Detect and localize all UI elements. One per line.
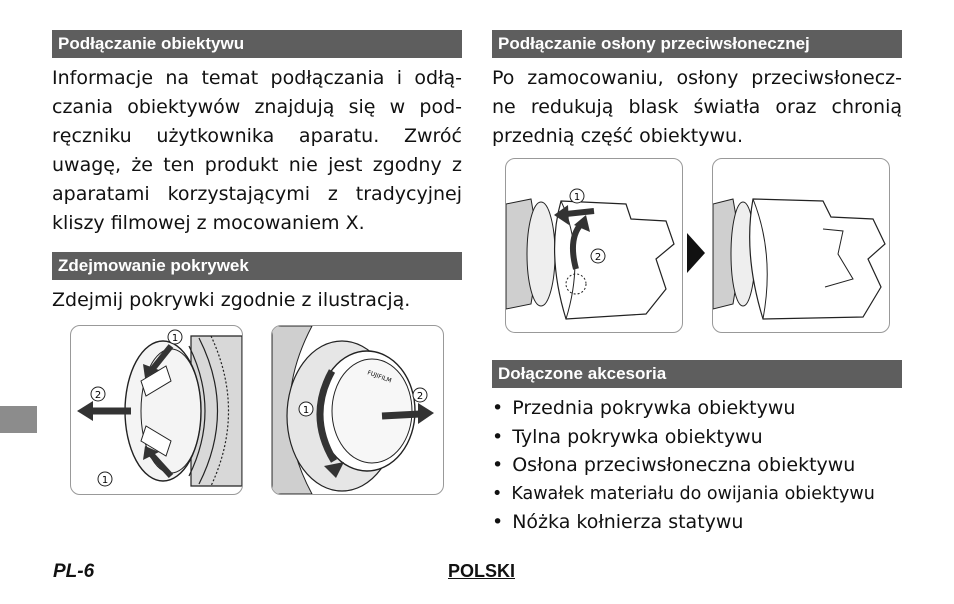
list-item: Kawałek materiału do owijania obiektywu — [492, 480, 874, 509]
step-label: 1 — [172, 333, 178, 344]
section-header-remove-caps: Zdejmowanie pokrywek — [52, 252, 462, 280]
step-label: 1 — [102, 475, 108, 486]
paragraph-line: aparatami korzystającymi z tradycyjnej — [52, 183, 462, 205]
paragraph-line: ręczniku użytkownika aparatu. Zwróć — [52, 125, 462, 147]
paragraph-line: uwagę, że ten produkt nie jest zgodny z — [52, 154, 462, 176]
paragraph-line: Informacje na temat podłączania i odłą- — [52, 67, 462, 89]
step-label: 1 — [574, 192, 580, 203]
section-header-accessories: Dołączone akcesoria — [492, 360, 902, 388]
remove-caps-text: Zdejmij pokrywki zgodnie z ilustracją. — [52, 289, 411, 311]
page-number: PL-6 — [53, 561, 95, 582]
section-header-lens-attach: Podłączanie obiektywu — [52, 30, 462, 58]
hood-attach-illustration: 1 2 — [505, 158, 683, 333]
list-item: Nóżka kołnierza statywu — [492, 508, 875, 537]
paragraph-line: czania obiektywów znajdują się w pod- — [52, 96, 462, 118]
list-item: Tylna pokrywka obiektywu — [492, 423, 875, 452]
paragraph-line: Po zamocowaniu, osłony przeciwsłonecz- — [492, 67, 902, 89]
front-cap-illustration: 1 2 1 — [70, 325, 243, 495]
step-label: 1 — [303, 405, 309, 416]
list-item: Osłona przeciwsłoneczna obiektywu — [492, 451, 875, 480]
section-header-hood-attach: Podłączanie osłony przeciwsłonecznej — [492, 30, 902, 58]
hood-attach-paragraph: Po zamocowaniu, osłony przeciwsłonecz- n… — [492, 64, 902, 151]
paragraph-line: przednią część obiektywu. — [492, 125, 744, 147]
rear-cap-illustration: FUJIFILM 1 2 — [271, 325, 444, 495]
side-tab-marker — [0, 406, 37, 433]
hood-attached-illustration — [712, 158, 890, 333]
lens-attach-paragraph: Informacje na temat podłączania i odłą- … — [52, 64, 462, 238]
paragraph-line: kliszy filmowej z mocowaniem X. — [52, 212, 365, 234]
step-label: 2 — [95, 390, 101, 401]
step-label: 2 — [417, 391, 423, 402]
language-label: POLSKI — [448, 561, 516, 581]
next-step-arrow-icon — [687, 233, 705, 273]
list-item: Przednia pokrywka obiektywu — [492, 394, 875, 423]
accessories-list: Przednia pokrywka obiektywu Tylna pokryw… — [492, 394, 875, 537]
step-label: 2 — [595, 252, 601, 263]
paragraph-line: ne redukują blask światła oraz chronią — [492, 96, 902, 118]
